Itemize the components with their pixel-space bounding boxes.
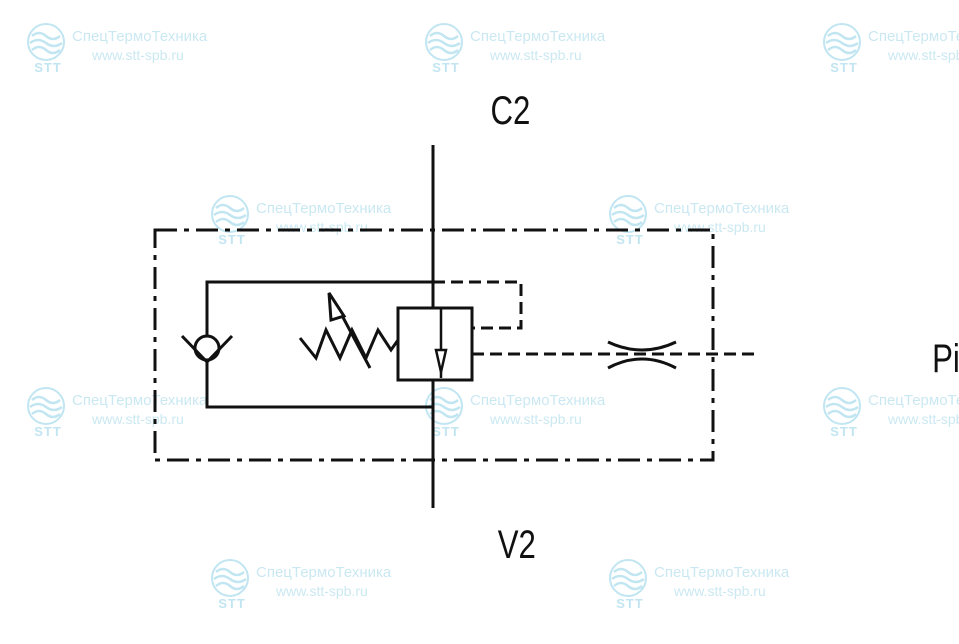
- port-label-c2: C2: [490, 88, 530, 133]
- stt-logo-icon: [609, 559, 647, 597]
- pilot-drain-line: [433, 280, 523, 330]
- stt-logo-icon: [823, 387, 861, 425]
- stt-logo-icon: [823, 23, 861, 61]
- stt-logo-icon: [425, 23, 463, 61]
- adjustable-spring-icon: [298, 292, 400, 369]
- port-label-pilota: Pilota: [932, 336, 959, 381]
- stt-logo-icon: [27, 23, 65, 61]
- stt-logo-icon: [27, 387, 65, 425]
- port-label-v2: V2: [498, 522, 536, 567]
- restrictor-icon: [607, 340, 677, 370]
- stt-logo-icon: [211, 559, 249, 597]
- check-valve-icon: [180, 334, 234, 365]
- valve-body-icon: [396, 306, 474, 382]
- stt-logo-icon: [609, 195, 647, 233]
- stt-logo-icon: [211, 195, 249, 233]
